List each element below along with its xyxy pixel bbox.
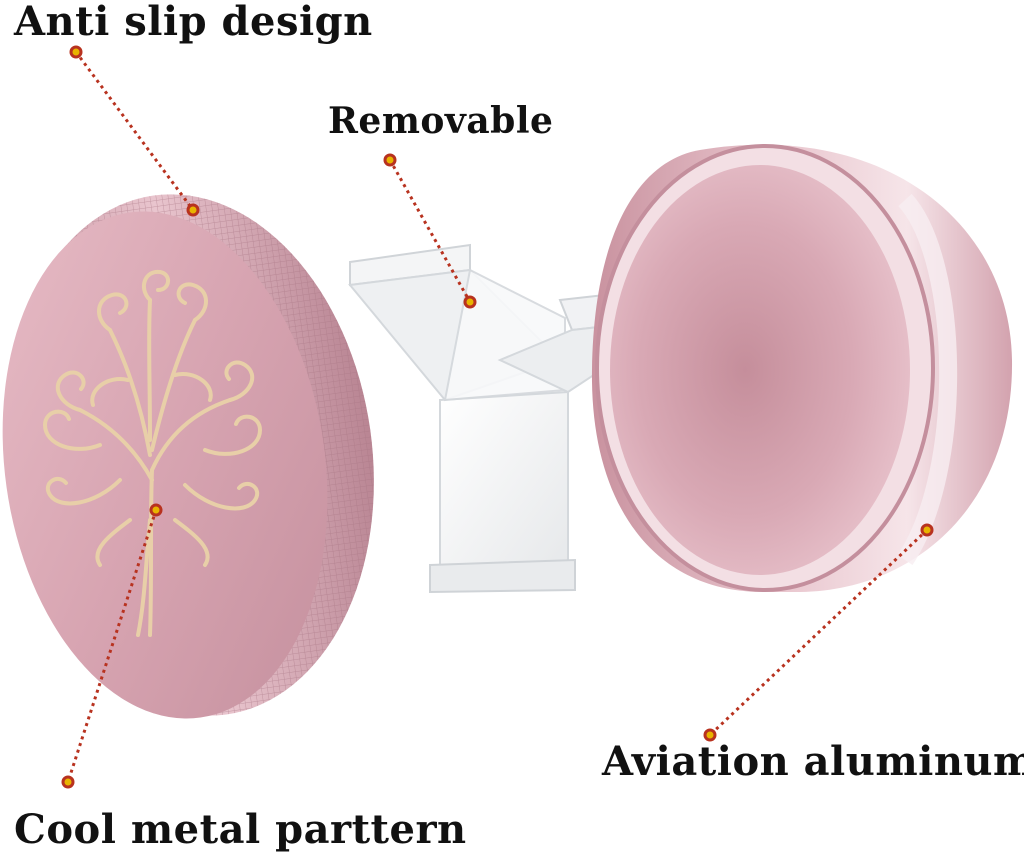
callout-removable-end-dot	[463, 295, 477, 309]
callout-dots	[61, 45, 934, 789]
callout-cool-metal-end-dot	[61, 775, 75, 789]
cool-metal-pattern-label: Cool metal parttern	[14, 806, 467, 853]
callout-cool-metal-line	[66, 509, 158, 783]
callout-removable-line	[388, 159, 472, 303]
tree-of-life-engraving	[42, 269, 263, 637]
callout-lines	[66, 51, 929, 783]
aviation-aluminum-label: Aviation aluminum	[602, 738, 1024, 785]
knurled-lid	[2, 194, 374, 719]
aluminum-base	[591, 144, 1013, 593]
callout-aviation-line	[708, 528, 929, 737]
callout-aviation-end-dot	[703, 728, 717, 742]
lid-face	[2, 211, 328, 719]
callout-cool-metal-start-dot	[149, 503, 163, 517]
callout-anti-slip-end-dot	[186, 203, 200, 217]
callout-anti-slip-start-dot	[69, 45, 83, 59]
callout-removable-start-dot	[383, 153, 397, 167]
callout-aviation-start-dot	[920, 523, 934, 537]
removable-label: Removable	[328, 100, 554, 142]
anti-slip-label: Anti slip design	[14, 0, 373, 45]
callout-anti-slip-line	[74, 51, 195, 211]
base-interior	[610, 165, 910, 575]
